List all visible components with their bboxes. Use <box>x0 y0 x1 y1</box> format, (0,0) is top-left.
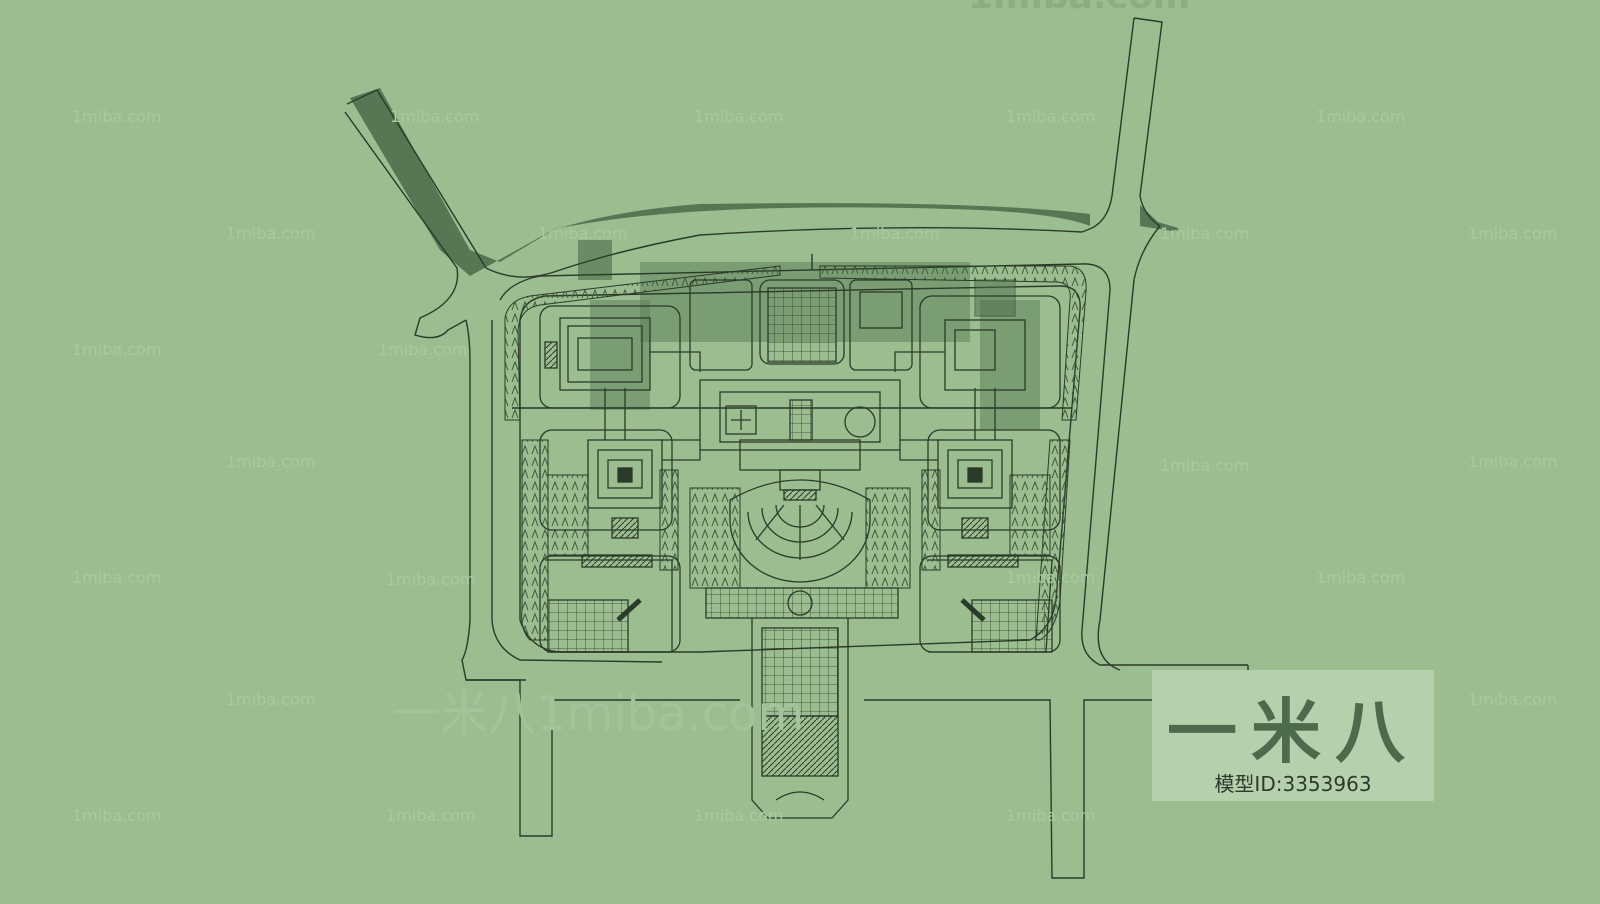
logo-title: 一米八 <box>1167 691 1419 773</box>
watermark-text: 1miba.com <box>72 806 162 825</box>
large-watermark: 一米八1miba.com <box>392 686 805 742</box>
watermark-text: 1miba.com <box>226 452 316 471</box>
watermark-text: 1miba.com <box>1468 690 1558 709</box>
top-watermark: 1miba.com <box>968 0 1190 17</box>
watermark-text: 1miba.com <box>386 570 476 589</box>
garden-zones <box>504 265 1087 641</box>
watermark-text: 1miba.com <box>1160 224 1250 243</box>
watermark-text: 1miba.com <box>72 568 162 587</box>
watermark-text: 1miba.com <box>1006 806 1096 825</box>
watermark-text: 1miba.com <box>850 224 940 243</box>
watermark-text: 1miba.com <box>72 340 162 359</box>
watermark-text: 1miba.com <box>1316 568 1406 587</box>
watermark-text: 1miba.com <box>390 107 480 126</box>
watermark-text: 1miba.com <box>1006 568 1096 587</box>
watermark-text: 1miba.com <box>378 340 468 359</box>
watermark-text: 1miba.com <box>694 806 784 825</box>
watermark-text: 1miba.com <box>386 806 476 825</box>
watermark-text: 1miba.com <box>1468 452 1558 471</box>
watermark-text: 1miba.com <box>72 107 162 126</box>
watermark-text: 1miba.com <box>226 224 316 243</box>
watermark-text: 1miba.com <box>1316 107 1406 126</box>
logo-badge: 一米八 模型ID:3353963 <box>1152 670 1434 801</box>
watermark-text: 1miba.com <box>694 107 784 126</box>
watermark-text: 1miba.com <box>1160 456 1250 475</box>
watermark-text: 1miba.com <box>1468 224 1558 243</box>
model-id-label: 模型ID:3353963 <box>1214 772 1372 796</box>
watermark-text: 1miba.com <box>226 690 316 709</box>
watermark-text: 1miba.com <box>1006 107 1096 126</box>
buildings <box>539 279 1061 819</box>
watermark-text: 1miba.com <box>538 224 628 243</box>
shadow-masses <box>350 88 1178 430</box>
